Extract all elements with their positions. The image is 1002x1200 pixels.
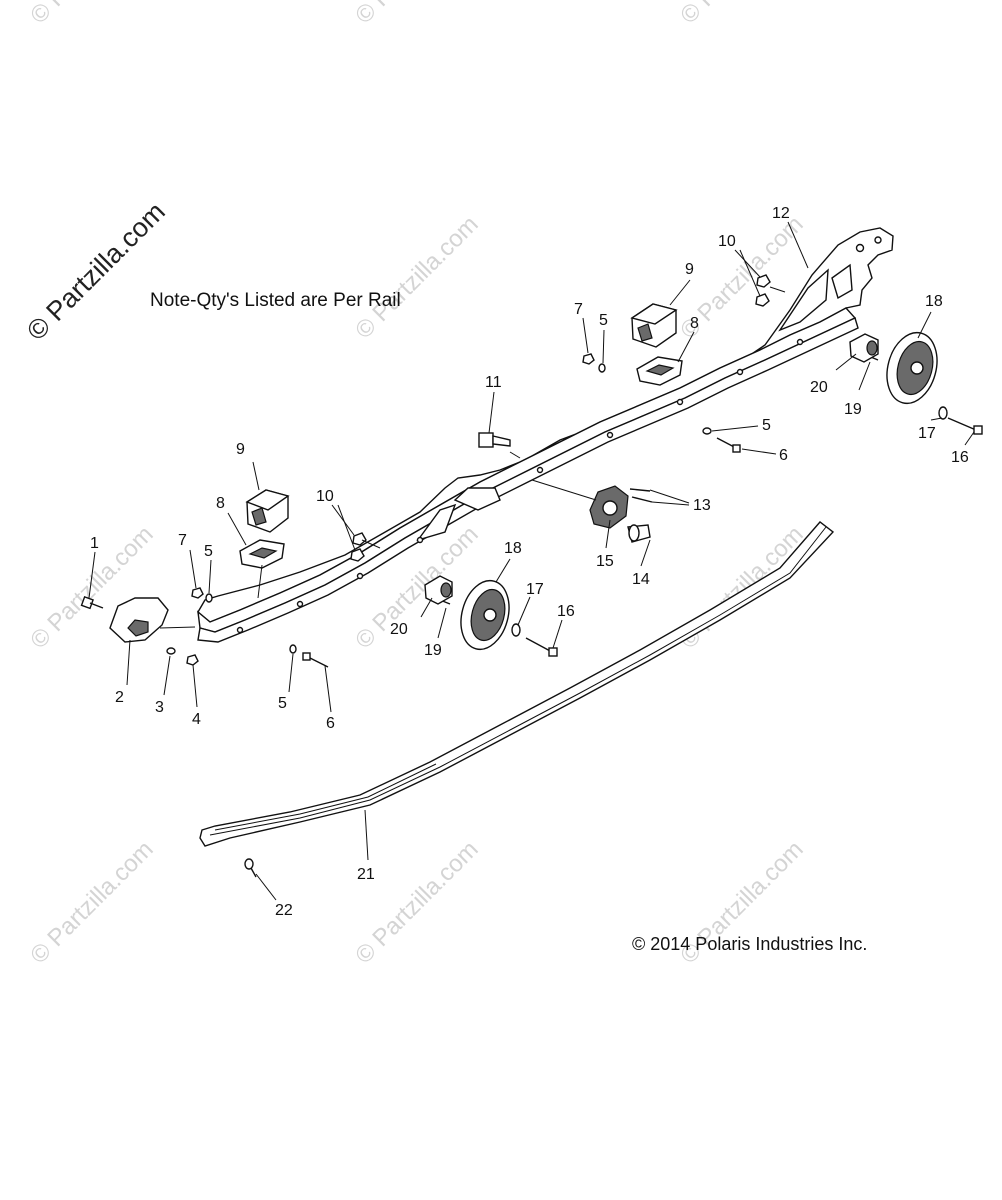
leader-lines	[88, 221, 975, 901]
callout-15: 15	[596, 553, 614, 570]
part-16-bolt	[525, 637, 558, 657]
part-9-spacer	[630, 303, 678, 348]
callout-8: 8	[690, 315, 699, 332]
part-10-nut	[755, 293, 770, 307]
watermark-text: © Partzilla.com	[350, 0, 483, 29]
part-11-bolt	[478, 432, 511, 448]
part-4-nut	[186, 654, 199, 666]
callout-1: 1	[90, 535, 99, 552]
part-18-idler-wheel	[886, 331, 938, 405]
part-17-washer	[938, 406, 948, 420]
part-8-slider-block	[239, 539, 285, 569]
part-14-sleeve	[627, 524, 651, 543]
part-17-washer	[511, 623, 521, 637]
partzilla-watermark: © Partzilla.com	[21, 196, 171, 346]
callout-21: 21	[357, 866, 375, 883]
callout-9: 9	[685, 261, 694, 278]
part-20-bushing	[849, 333, 879, 363]
callout-10: 10	[316, 488, 334, 505]
part-13-pin	[631, 496, 653, 503]
callout-5: 5	[204, 543, 213, 560]
part-9-spacer	[245, 489, 290, 533]
wear-strip	[199, 521, 835, 847]
part-20-bushing	[424, 575, 453, 605]
part-7-nut	[191, 587, 204, 599]
part-18-idler-wheel	[460, 579, 510, 651]
part-13-pin	[629, 488, 651, 492]
part-6-bolt	[716, 437, 741, 453]
callout-13: 13	[693, 497, 711, 514]
part-2-front-bumper	[109, 597, 169, 643]
part-10-nut	[350, 548, 365, 562]
part-6-bolt	[302, 652, 329, 668]
part-5-washer	[598, 363, 606, 373]
callout-2: 2	[115, 689, 124, 706]
callout-17: 17	[526, 581, 544, 598]
watermark-text: © Partzilla.com	[25, 836, 158, 969]
callout-7: 7	[574, 301, 583, 318]
part-16-bolt	[947, 417, 983, 435]
callout-16: 16	[557, 603, 575, 620]
callout-12: 12	[772, 205, 790, 222]
part-5-washer	[205, 593, 213, 603]
callout-20: 20	[390, 621, 408, 638]
callout-5: 5	[762, 417, 771, 434]
callout-22: 22	[275, 902, 293, 919]
callout-9: 9	[236, 441, 245, 458]
callout-6: 6	[326, 715, 335, 732]
callout-18: 18	[504, 540, 522, 557]
callout-16: 16	[951, 449, 969, 466]
callout-17: 17	[918, 425, 936, 442]
part-15-pulley	[589, 485, 629, 529]
watermark-text: © Partzilla.com	[350, 836, 483, 969]
part-7-nut	[582, 353, 595, 365]
callout-4: 4	[192, 711, 201, 728]
callout-10: 10	[718, 233, 736, 250]
slide-rail	[197, 227, 894, 643]
callout-19: 19	[424, 642, 442, 659]
callout-19: 19	[844, 401, 862, 418]
copyright-text: © 2014 Polaris Industries Inc.	[632, 934, 867, 954]
part-3-washer	[166, 647, 176, 655]
callout-20: 20	[810, 379, 828, 396]
part-10-nut	[756, 274, 771, 288]
callout-6: 6	[779, 447, 788, 464]
part-5-washer	[289, 644, 297, 654]
callout-5: 5	[278, 695, 287, 712]
callout-8: 8	[216, 495, 225, 512]
callout-3: 3	[155, 699, 164, 716]
callout-14: 14	[632, 571, 650, 588]
callout-18: 18	[925, 293, 943, 310]
part-10-nut	[352, 532, 367, 546]
part-1-bolt	[80, 595, 104, 610]
part-8-slider-block	[636, 356, 683, 386]
callout-7: 7	[178, 532, 187, 549]
callout-5: 5	[599, 312, 608, 329]
diagram-note: Note-Qty's Listed are Per Rail	[150, 290, 401, 311]
watermark-text: © Partzilla.com	[675, 0, 808, 29]
part-5-washer	[702, 427, 712, 435]
callout-labels: 1 2 3 4 5 5 5 5 6 6 7 7 8 8 9 9 10 10 11…	[90, 205, 969, 919]
watermark-text: © Partzilla.com	[350, 211, 483, 344]
watermark-layer: © Partzilla.com © Partzilla.com © Partzi…	[25, 0, 808, 969]
callout-11: 11	[485, 374, 502, 391]
part-22-rivet	[244, 858, 257, 878]
watermark-text: © Partzilla.com	[25, 0, 158, 29]
